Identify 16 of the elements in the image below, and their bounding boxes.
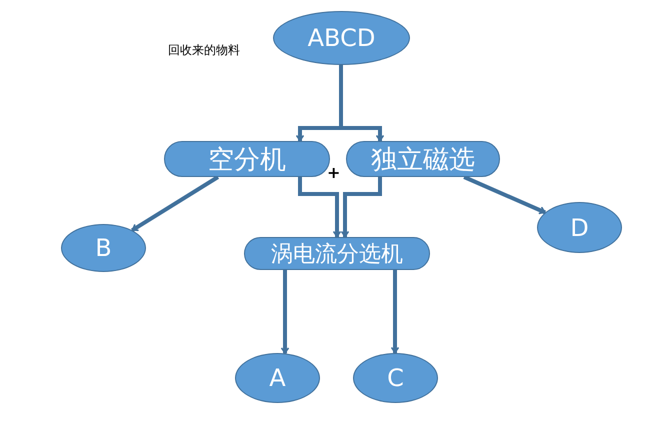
ellipse-node: A [235,353,320,403]
node-caption: 回收来的物料 [168,42,240,59]
ellipse-node: B [61,224,146,272]
arrow [390,270,400,354]
arrow [280,270,290,354]
plus-sign: + [327,163,340,182]
ellipse-node: C [353,353,438,403]
rounded-box: 涡电流分选机 [244,237,430,270]
rounded-box: 独立磁选 [346,141,500,177]
arrow [298,177,342,238]
ellipse-node: D [537,202,622,253]
arrow [131,175,220,232]
rounded-box: 空分机 [164,141,330,177]
ellipse-node: ABCD [273,11,410,65]
arrow [340,177,382,238]
arrow [463,175,546,214]
